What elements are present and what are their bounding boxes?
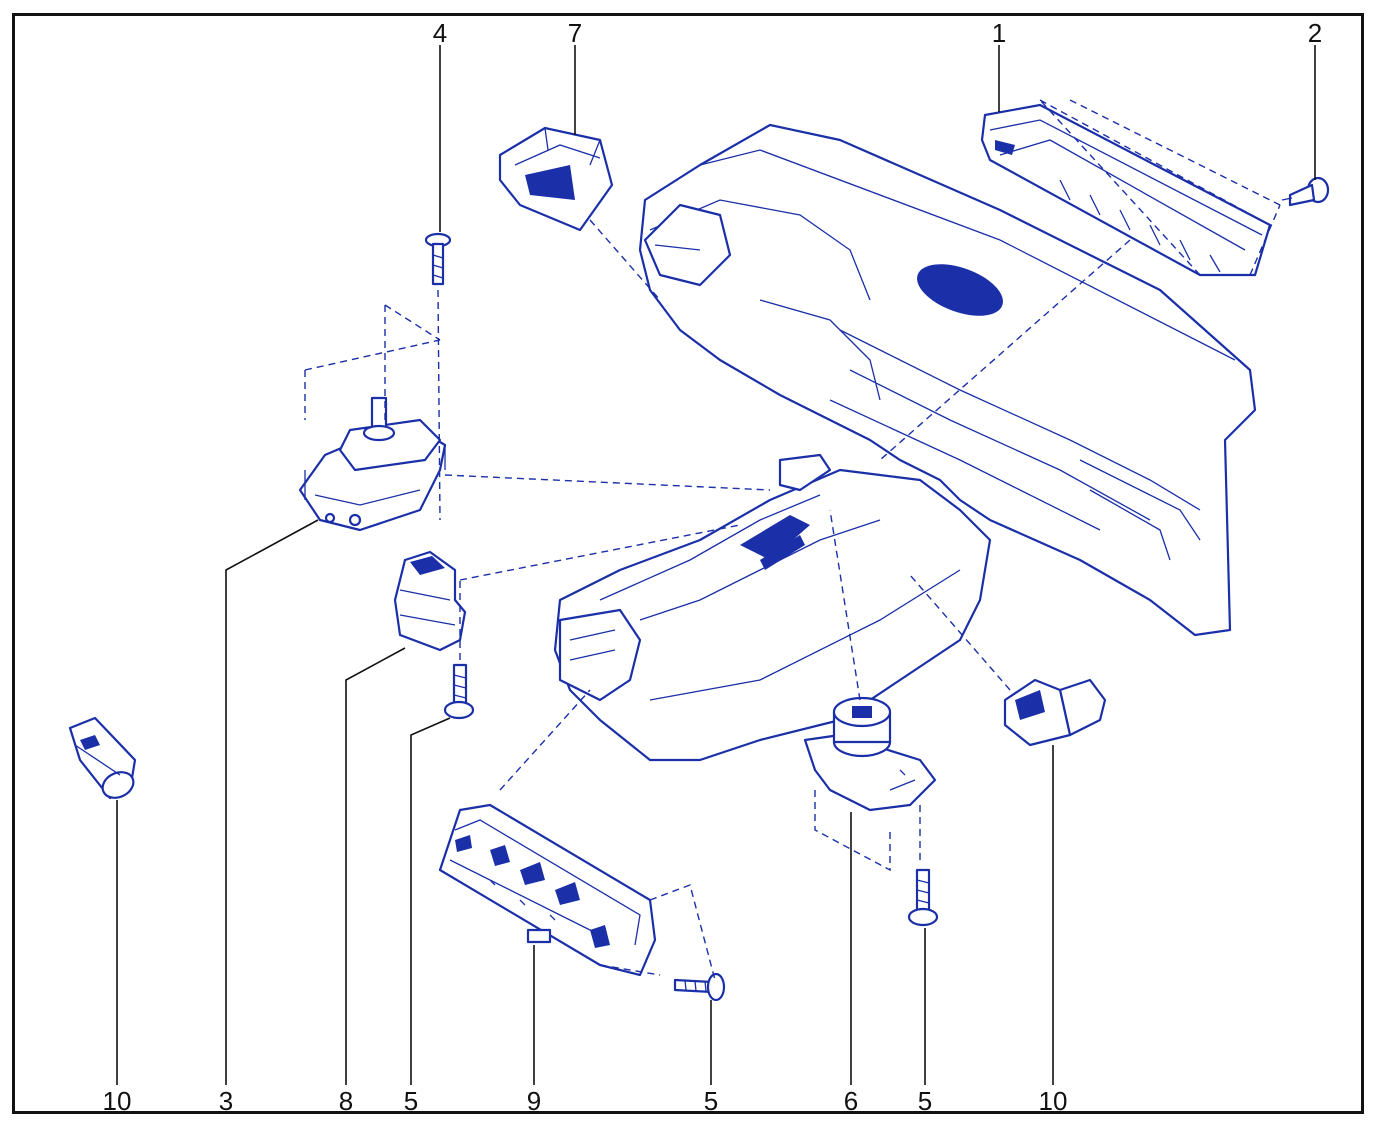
callout-10-left: 10 xyxy=(103,1086,132,1116)
callout-6: 6 xyxy=(844,1086,858,1116)
callout-5-right: 5 xyxy=(918,1086,932,1116)
leader-lines xyxy=(116,45,1316,1085)
callout-5-left: 5 xyxy=(404,1086,418,1116)
part-1-switch-panel xyxy=(980,103,1272,277)
part-10a-connector xyxy=(68,716,137,800)
diagram-frame xyxy=(12,13,1364,1114)
callout-5-middle: 5 xyxy=(704,1086,718,1116)
callout-7: 7 xyxy=(568,18,582,48)
callout-1: 1 xyxy=(992,18,1006,48)
part-5b-screw xyxy=(673,972,726,1002)
callout-3: 3 xyxy=(219,1086,233,1116)
part-4-bolt xyxy=(424,232,452,286)
part-3-gear-shifter xyxy=(298,396,447,532)
part-8-switch xyxy=(393,550,467,652)
part-5a-screw xyxy=(443,663,475,720)
callout-2: 2 xyxy=(1308,18,1322,48)
part-7-switch-module xyxy=(498,126,614,232)
callout-4: 4 xyxy=(433,18,447,48)
part-5c-screw xyxy=(907,868,939,927)
part-9-climate-panel xyxy=(438,803,657,977)
part-10b-connector xyxy=(1003,678,1107,747)
callout-10-right: 10 xyxy=(1039,1086,1068,1116)
dashboard-assembly xyxy=(553,123,1257,762)
part-6-rotary-module xyxy=(803,696,937,812)
callout-8: 8 xyxy=(339,1086,353,1116)
assembly-lines xyxy=(304,99,1281,981)
callout-9: 9 xyxy=(527,1086,541,1116)
part-2-screw xyxy=(1281,176,1330,207)
